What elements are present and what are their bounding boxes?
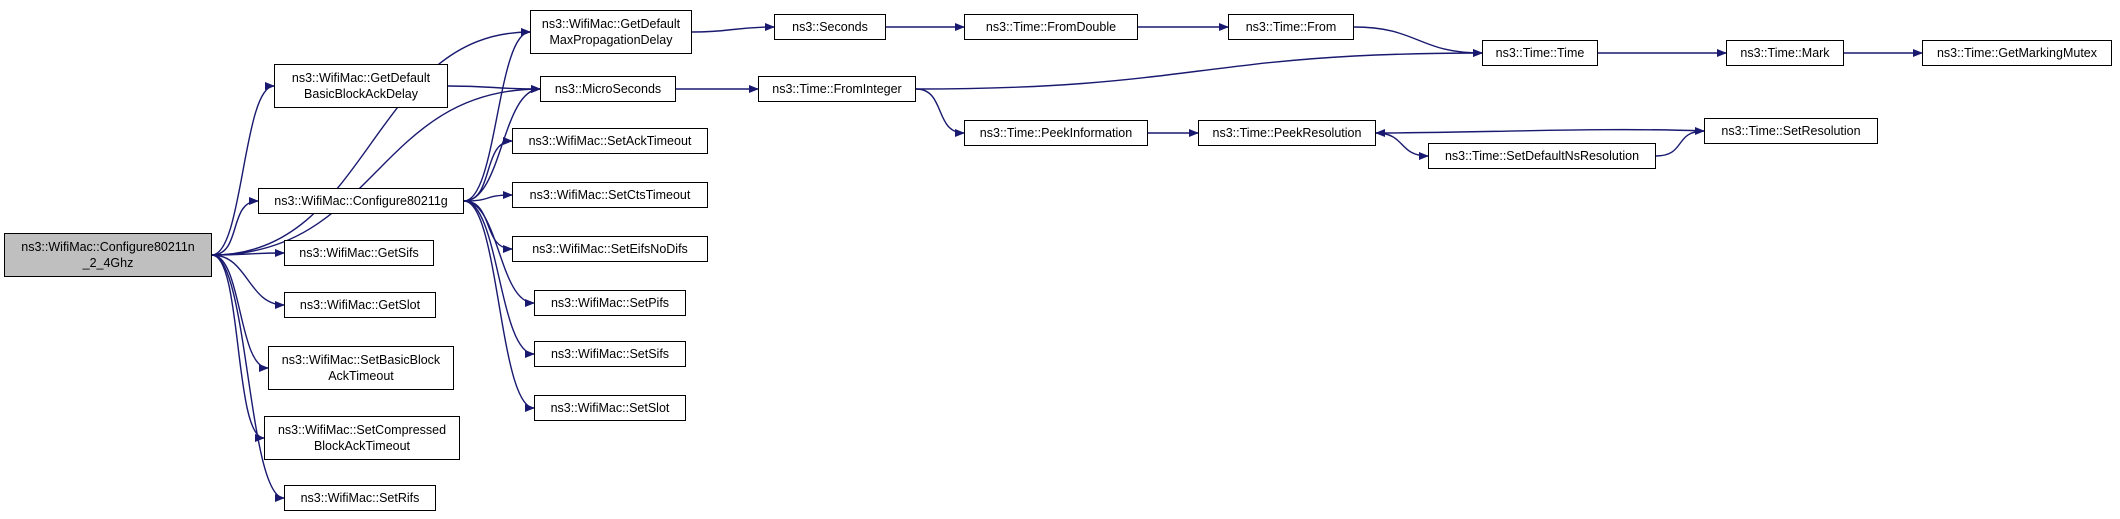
node-set-resolution[interactable]: ns3::Time::SetResolution <box>1704 118 1878 144</box>
edge-root-to-microSeconds <box>211 85 541 256</box>
edge-fromInteger-to-time <box>915 49 1483 90</box>
edge-fromInteger-to-peekInformation <box>915 88 965 137</box>
node-configure80211g[interactable]: ns3::WifiMac::Configure80211g <box>258 188 464 214</box>
edge-configure80211g-to-setSlot <box>463 200 535 412</box>
edge-root-to-getSlot <box>211 254 285 309</box>
node-seconds[interactable]: ns3::Seconds <box>774 14 886 40</box>
node-mark[interactable]: ns3::Time::Mark <box>1726 40 1844 66</box>
node-peek-information[interactable]: ns3::Time::PeekInformation <box>964 120 1148 146</box>
node-get-marking-mutex[interactable]: ns3::Time::GetMarkingMutex <box>1922 40 2112 66</box>
node-set-ack-timeout[interactable]: ns3::WifiMac::SetAckTimeout <box>512 128 708 154</box>
node-get-default-basic-block-ack-delay[interactable]: ns3::WifiMac::GetDefault BasicBlockAckDe… <box>274 64 448 108</box>
node-set-sifs[interactable]: ns3::WifiMac::SetSifs <box>534 341 686 367</box>
edge-root-to-setCompressedBlockAckTimeout <box>211 254 265 442</box>
node-time[interactable]: ns3::Time::Time <box>1482 40 1598 66</box>
node-configure80211n-2-4ghz[interactable]: ns3::WifiMac::Configure80211n _2_4Ghz <box>4 233 212 277</box>
node-get-sifs[interactable]: ns3::WifiMac::GetSifs <box>284 240 434 266</box>
edge-getMaxPropagationDelay-to-seconds <box>691 23 775 33</box>
edge-peekResolution-to-setDefaultNsResolution <box>1375 132 1429 160</box>
node-micro-seconds[interactable]: ns3::MicroSeconds <box>540 76 676 102</box>
node-set-compressed-block-ack-timeout[interactable]: ns3::WifiMac::SetCompressed BlockAckTime… <box>264 416 460 460</box>
edge-getBasicBlockAckDelay-to-microSeconds <box>447 84 541 93</box>
edge-configure80211g-to-setPifs <box>463 200 535 307</box>
node-from[interactable]: ns3::Time::From <box>1228 14 1354 40</box>
node-set-cts-timeout[interactable]: ns3::WifiMac::SetCtsTimeout <box>512 182 708 208</box>
edge-setDefaultNsResolution-to-setResolution <box>1655 127 1705 157</box>
edge-configure80211g-to-setAckTimeout <box>463 137 513 202</box>
edge-root-to-configure80211g <box>211 197 259 256</box>
edge-root-to-setBasicBlockAckTimeout <box>211 254 269 372</box>
edge-root-to-getBasicBlockAckDelay <box>211 82 275 256</box>
edge-configure80211g-to-setSifs <box>463 200 535 358</box>
node-set-slot[interactable]: ns3::WifiMac::SetSlot <box>534 395 686 421</box>
node-set-basic-block-ack-timeout[interactable]: ns3::WifiMac::SetBasicBlock AckTimeout <box>268 346 454 390</box>
node-from-double[interactable]: ns3::Time::FromDouble <box>964 14 1138 40</box>
edge-root-to-getMaxPropagationDelay <box>211 28 531 256</box>
edge-root-to-getSifs <box>211 249 285 258</box>
node-set-rifs[interactable]: ns3::WifiMac::SetRifs <box>284 485 436 511</box>
node-peek-resolution[interactable]: ns3::Time::PeekResolution <box>1198 120 1376 146</box>
node-set-pifs[interactable]: ns3::WifiMac::SetPifs <box>534 290 686 316</box>
node-get-slot[interactable]: ns3::WifiMac::GetSlot <box>284 292 436 318</box>
edge-from-to-time <box>1353 26 1483 57</box>
edge-configure80211g-to-setCtsTimeout <box>463 191 513 202</box>
node-set-eifs-no-difs[interactable]: ns3::WifiMac::SetEifsNoDifs <box>512 236 708 262</box>
edge-root-to-setRifs <box>211 254 285 502</box>
node-set-default-ns-resolution[interactable]: ns3::Time::SetDefaultNsResolution <box>1428 143 1656 169</box>
node-get-default-max-propagation-delay[interactable]: ns3::WifiMac::GetDefault MaxPropagationD… <box>530 10 692 54</box>
node-from-integer[interactable]: ns3::Time::FromInteger <box>758 76 916 102</box>
edge-setResolution-to-peekResolution <box>1375 128 1705 137</box>
edge-configure80211g-to-getMaxPropagationDelay <box>463 28 531 202</box>
